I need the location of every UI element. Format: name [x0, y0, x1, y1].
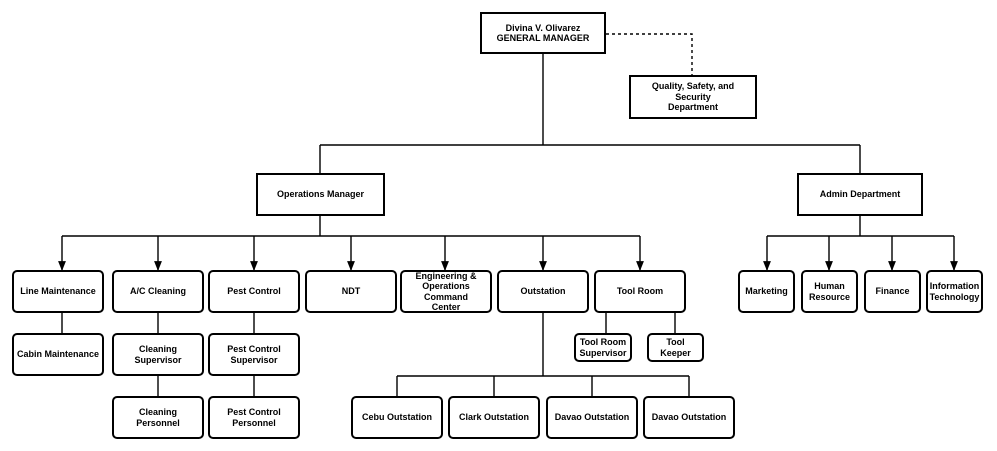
node-label-line: Cleaning Personnel	[136, 407, 180, 428]
node-label-line: NDT	[341, 286, 361, 297]
node-davao-outstation-1: Davao Outstation	[546, 396, 638, 439]
node-label-line: Davao Outstation	[651, 412, 727, 423]
node-label-line: Human	[814, 281, 845, 292]
node-label: Cleaning Supervisor	[117, 344, 199, 365]
node-line-maintenance: Line Maintenance	[12, 270, 104, 313]
node-label-line: Pest Control	[227, 344, 281, 355]
node-label-line: Pest Control	[227, 407, 281, 418]
node-ndt: NDT	[305, 270, 397, 313]
node-label-line: Admin Department	[819, 189, 901, 200]
node-label-line: Tool Keeper	[660, 337, 691, 358]
node-label-line: Technology	[929, 291, 980, 302]
node-finance: Finance	[864, 270, 921, 313]
node-label: A/C Cleaning	[130, 286, 186, 296]
connector-gm-qss	[606, 33, 693, 75]
node-label-line: Supervisor	[230, 354, 278, 365]
node-label: Operations Manager	[277, 189, 364, 199]
node-label-line: Tool Room	[579, 337, 627, 348]
node-label-line: Marketing	[745, 286, 788, 297]
node-label: Finance	[875, 286, 909, 296]
node-cebu-outstation: Cebu Outstation	[351, 396, 443, 439]
node-label-line: A/C Cleaning	[129, 286, 186, 297]
node-label: Tool Keeper	[652, 337, 699, 358]
node-clark-outstation: Clark Outstation	[448, 396, 540, 439]
node-admin-department: Admin Department	[797, 173, 923, 216]
node-label-line: Clark Outstation	[458, 412, 529, 423]
node-label: Line Maintenance	[20, 286, 96, 296]
node-label: Marketing	[745, 286, 788, 296]
node-label: Pest Control	[227, 286, 281, 296]
node-label: Davao Outstation	[652, 412, 727, 422]
node-label-line: Resource	[808, 291, 851, 302]
node-operations-manager: Operations Manager	[256, 173, 385, 216]
node-label-line: Supervisor	[579, 347, 627, 358]
node-tool-keeper: Tool Keeper	[647, 333, 704, 362]
node-label-line: Operations Command	[422, 281, 470, 302]
node-label-line: Pest Control	[227, 286, 281, 297]
node-label: Cleaning Personnel	[117, 407, 199, 428]
node-pest-control: Pest Control	[208, 270, 300, 313]
node-label-line: Outstation	[520, 286, 566, 297]
node-label-line: Divina V. Olivarez	[505, 22, 581, 33]
node-label-line: Personnel	[232, 417, 276, 428]
node-label-line: Cabin Maintenance	[17, 349, 100, 360]
node-label-line: Information	[929, 281, 980, 292]
node-davao-outstation-2: Davao Outstation	[643, 396, 735, 439]
node-marketing: Marketing	[738, 270, 795, 313]
node-label-line: Operations Manager	[276, 189, 365, 200]
node-label: Davao Outstation	[555, 412, 630, 422]
node-label-line: Center	[431, 301, 461, 312]
node-label: NDT	[342, 286, 361, 296]
node-label: Clark Outstation	[459, 412, 529, 422]
node-ac-cleaning: A/C Cleaning	[112, 270, 204, 313]
node-label-line: GENERAL MANAGER	[496, 33, 590, 43]
node-label-line: Tool Room	[616, 286, 664, 297]
node-label-line: Cebu Outstation	[362, 412, 432, 423]
node-label-line: Department	[667, 102, 718, 113]
node-outstation: Outstation	[497, 270, 589, 313]
node-label: Admin Department	[820, 189, 901, 199]
node-cleaning-personnel: Cleaning Personnel	[112, 396, 204, 439]
node-label: Tool Room	[617, 286, 663, 296]
node-label-line: Quality, Safety, and Security	[651, 81, 735, 102]
node-label-line: Finance	[875, 286, 910, 297]
node-label: Outstation	[521, 286, 566, 296]
node-cabin-maintenance: Cabin Maintenance	[12, 333, 104, 376]
node-label-line: Cleaning Supervisor	[134, 344, 182, 365]
node-cleaning-supervisor: Cleaning Supervisor	[112, 333, 204, 376]
node-label: Cebu Outstation	[362, 412, 432, 422]
node-label-line: Line Maintenance	[20, 286, 96, 297]
node-label: Cabin Maintenance	[17, 349, 99, 359]
node-label-line: Davao Outstation	[554, 412, 630, 423]
node-tool-room: Tool Room	[594, 270, 686, 313]
node-label-line: Engineering &	[415, 270, 477, 281]
